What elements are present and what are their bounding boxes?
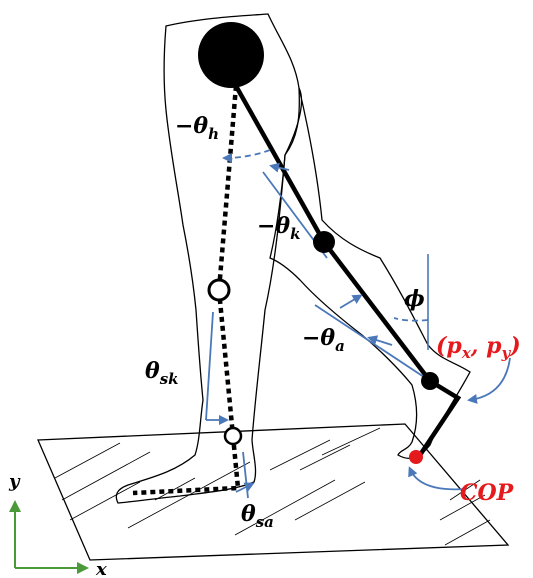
stance-leg-outline	[115, 13, 301, 504]
stance-leg-skeleton	[132, 85, 241, 496]
phi-label: ϕ	[404, 286, 425, 312]
knee-angle-arrow	[269, 162, 290, 173]
coordinate-axes: y x	[8, 471, 107, 578]
swing-leg-skeleton	[234, 84, 462, 457]
cop-point-icon	[409, 450, 423, 464]
cop-pointer-arrow	[408, 466, 466, 491]
stance-ankle-reference-line	[242, 451, 249, 499]
swing-thigh-segment	[234, 84, 326, 244]
joints	[198, 22, 439, 464]
stance-knee-icon	[207, 278, 231, 302]
swing-leg-outline	[269, 87, 471, 459]
angle-indicators	[205, 149, 511, 499]
swing-foot-segment	[418, 379, 462, 457]
phi-angle-arc	[393, 317, 429, 322]
ankle-joint-icon	[421, 372, 439, 390]
y-axis-label: y	[8, 471, 21, 492]
stance-foot-segment	[132, 435, 241, 496]
stance-ankle-icon	[223, 426, 243, 446]
angle-labels: −θh −θk −θa θsk θsa ϕ (px, py) COP	[145, 113, 521, 531]
ankle-angle-arrow	[339, 294, 363, 309]
pxpy-label: (px, py)	[436, 333, 521, 362]
ground-hatching	[54, 427, 491, 546]
swing-shank-segment	[322, 240, 432, 383]
leg-outline	[115, 13, 471, 504]
theta-sa-label: θsa	[241, 501, 274, 531]
theta-h-label: −θh	[175, 113, 219, 143]
stance-ankle-angle-arrow	[235, 482, 255, 493]
hip-angle-arc	[222, 149, 271, 163]
theta-k-label: −θk	[257, 213, 301, 243]
hip-joint-icon	[198, 22, 264, 88]
cop-label: COP	[460, 480, 515, 506]
stance-knee-reference-line	[205, 311, 214, 421]
theta-a-label: −θa	[302, 325, 345, 355]
stance-thigh-segment	[216, 85, 239, 291]
pxpy-pointer-arrow	[467, 357, 511, 404]
knee-joint-icon	[313, 231, 335, 253]
ankle-angle-arrow-2	[367, 335, 393, 346]
theta-sk-label: θsk	[145, 358, 179, 388]
stance-shank-segment	[216, 289, 236, 437]
ground-plane	[37, 423, 510, 561]
x-axis-label: x	[95, 559, 107, 578]
